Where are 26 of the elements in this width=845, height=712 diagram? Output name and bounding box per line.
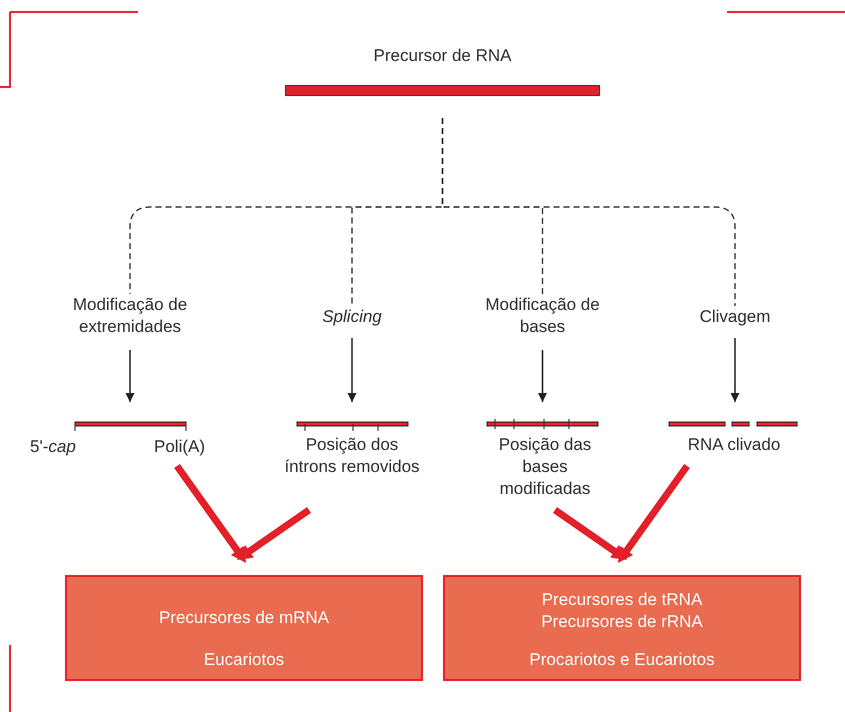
arrow [348,338,356,402]
title-text: Precursor de RNA [372,45,512,67]
result-box [65,575,423,681]
strand-label: Posição das bases modificadas [498,434,592,500]
step-label: Modificação de bases [484,294,601,338]
strand-label: Posição dos íntrons removidos [283,434,421,478]
chevron-arrow [618,464,690,564]
step-label: Clivagem [698,306,772,328]
strand-label: 5'-cap [30,436,76,458]
chevron-arrow [553,507,628,560]
arrow [730,338,740,402]
box-text: Procariotos e Eucariotos [528,649,716,671]
box-text: Precursores de mRNA [158,607,330,629]
strand-label: Poli(A) [154,436,206,458]
step-label: Modificação de extremidades [72,294,188,338]
result-box [443,575,801,681]
branch-line [442,118,736,306]
arrow [126,350,134,402]
arrow [538,350,547,402]
box-text: Precursores de tRNA [540,589,704,611]
step-label: Splicing [321,306,383,328]
box-text: Eucariotos [202,649,286,671]
chevron-arrow [174,464,246,564]
chevron-arrow [236,507,311,560]
box-text: Precursores de rRNA [540,611,704,633]
strand-label: RNA clivado [686,434,782,456]
